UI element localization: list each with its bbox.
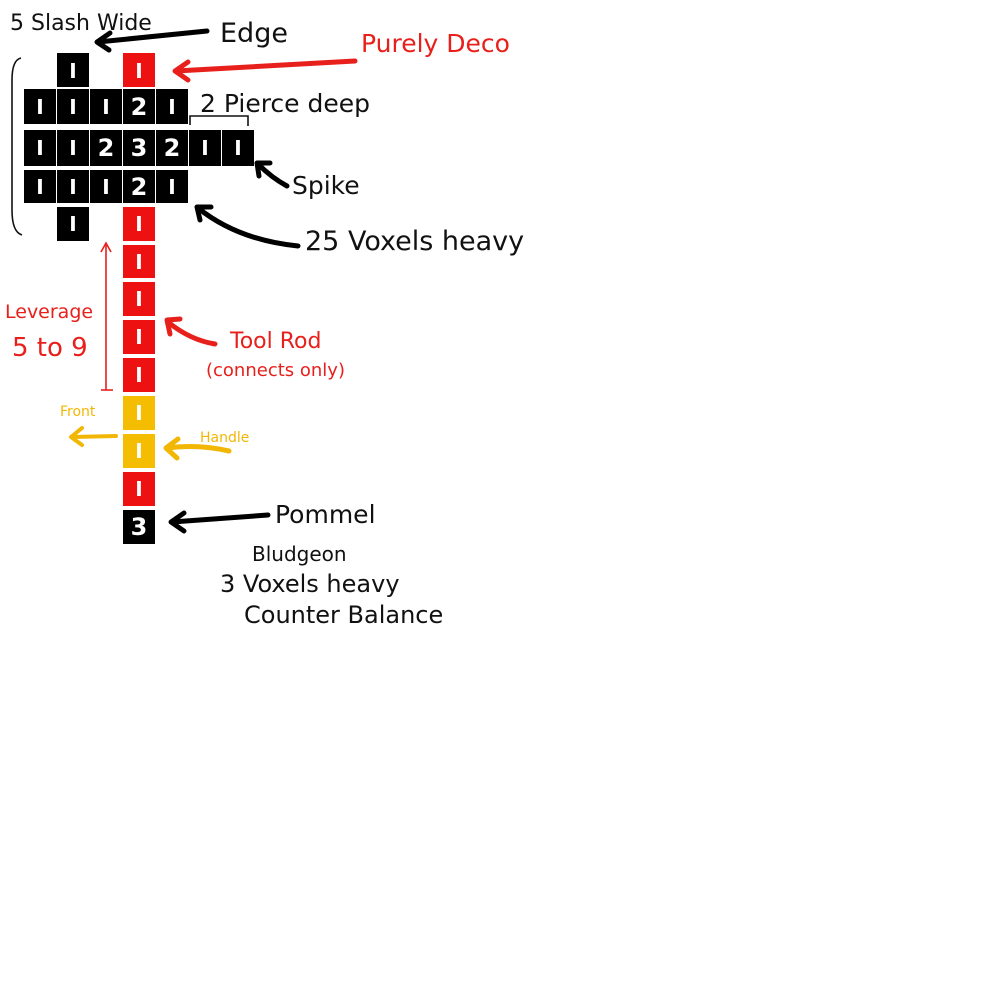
- label-pommel: Pommel: [275, 500, 376, 529]
- pommel: 3: [123, 510, 155, 544]
- svg-text:I: I: [135, 287, 142, 311]
- svg-text:3: 3: [131, 134, 148, 162]
- label-connects-only: (connects only): [206, 360, 345, 381]
- svg-text:I: I: [135, 439, 142, 463]
- svg-text:I: I: [135, 401, 142, 425]
- label-spike: Spike: [292, 171, 360, 200]
- voxel-cell: I: [156, 170, 188, 203]
- handle-cell: I: [123, 434, 155, 468]
- label-handle: Handle: [200, 430, 249, 446]
- leverage-bracket: [100, 241, 113, 391]
- label-counter-balance: Counter Balance: [244, 601, 443, 629]
- arrow-deco: [172, 58, 358, 83]
- rod-cell: I: [123, 472, 155, 506]
- voxel-cell: 2: [90, 130, 122, 166]
- svg-text:I: I: [102, 175, 109, 199]
- svg-text:I: I: [102, 95, 109, 119]
- label-purely-deco: Purely Deco: [361, 29, 510, 58]
- svg-text:I: I: [36, 175, 43, 199]
- label-leverage-range: 5 to 9: [12, 333, 88, 363]
- voxel-cell: I: [24, 170, 56, 203]
- arrow-spike: [254, 160, 290, 189]
- svg-text:I: I: [135, 250, 142, 274]
- voxel-head: I I I I I 2 I I I 2 3 2 I I I I I 2 I I …: [24, 53, 254, 241]
- voxel-cell: I: [57, 170, 89, 203]
- svg-text:I: I: [69, 59, 76, 83]
- voxel-cell: I: [156, 89, 188, 124]
- voxel-cell: I: [57, 207, 89, 241]
- handle-cell: I: [123, 396, 155, 430]
- label-front: Front: [60, 404, 96, 420]
- label-slash-wide: 5 Slash Wide: [10, 11, 152, 36]
- svg-text:I: I: [135, 59, 142, 83]
- pierce-bracket: [189, 115, 249, 126]
- arrow-front: [69, 426, 118, 447]
- voxel-cell: I: [90, 170, 122, 203]
- label-leverage: Leverage: [5, 301, 93, 323]
- svg-text:I: I: [168, 175, 175, 199]
- label-tool-rod: Tool Rod: [229, 329, 321, 354]
- arrow-heavy: [194, 204, 301, 249]
- arrow-pommel: [168, 510, 271, 534]
- label-edge: Edge: [220, 18, 288, 49]
- svg-text:I: I: [69, 136, 76, 160]
- label-bludgeon: Bludgeon: [252, 542, 347, 566]
- svg-text:I: I: [36, 95, 43, 119]
- arrow-edge: [94, 28, 210, 53]
- svg-text:I: I: [69, 212, 76, 236]
- svg-text:3: 3: [131, 513, 148, 541]
- rod-cell: I: [123, 320, 155, 354]
- handle: I I: [123, 396, 155, 468]
- svg-text:2: 2: [131, 93, 148, 121]
- voxel-cell: I: [57, 53, 89, 87]
- svg-text:I: I: [234, 136, 241, 160]
- svg-text:I: I: [201, 136, 208, 160]
- voxel-cell-rod: I: [123, 207, 155, 241]
- voxel-cell: I: [189, 130, 221, 166]
- voxel-cell: 2: [123, 170, 155, 203]
- svg-text:2: 2: [164, 134, 181, 162]
- svg-text:2: 2: [98, 134, 115, 162]
- svg-text:I: I: [135, 363, 142, 387]
- voxel-cell: I: [57, 130, 89, 166]
- tool-rod: I I I I: [123, 245, 155, 392]
- voxel-cell: 3: [123, 130, 155, 166]
- voxel-cell: I: [24, 130, 56, 166]
- voxel-cell: I: [24, 89, 56, 124]
- voxel-cell: I: [57, 89, 89, 124]
- voxel-cell: 2: [123, 89, 155, 124]
- slash-width-bracket: [11, 57, 23, 236]
- voxel-cell-deco: I: [123, 53, 155, 87]
- svg-text:2: 2: [131, 173, 148, 201]
- label-pommel-heavy: 3 Voxels heavy: [220, 570, 400, 598]
- rod-cell: I: [123, 282, 155, 316]
- svg-text:I: I: [135, 212, 142, 236]
- voxel-cell: I: [90, 89, 122, 124]
- label-pierce-deep: 2 Pierce deep: [200, 89, 370, 118]
- arrow-tool-rod: [164, 316, 218, 347]
- svg-text:I: I: [36, 136, 43, 160]
- rod-cell: I: [123, 358, 155, 392]
- voxel-cell: I: [222, 130, 254, 166]
- svg-text:I: I: [69, 95, 76, 119]
- svg-text:I: I: [135, 325, 142, 349]
- arrow-handle: [163, 436, 232, 461]
- svg-text:I: I: [168, 95, 175, 119]
- voxel-cell: 2: [156, 130, 188, 166]
- rod-cell: I: [123, 245, 155, 278]
- label-voxels-heavy: 25 Voxels heavy: [305, 226, 524, 257]
- svg-text:I: I: [69, 175, 76, 199]
- svg-text:I: I: [135, 477, 142, 501]
